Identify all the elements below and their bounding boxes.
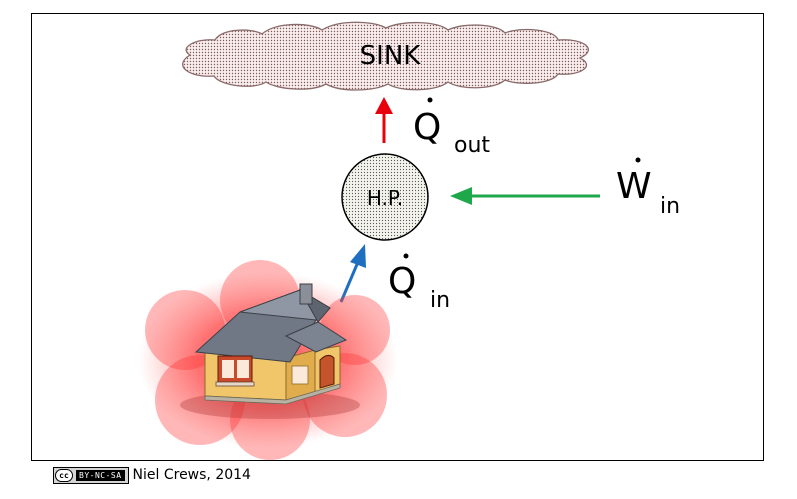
house-icon [138,260,398,460]
w-in-subscript: in [660,194,680,219]
cc-icon: cc [55,468,73,482]
q-in-subscript: in [430,288,450,313]
w-in-label: W in [616,157,680,219]
q-in-symbol: Q [388,261,416,302]
heat-pump-label: H.P. [367,186,403,210]
credit-text: Niel Crews, 2014 [132,467,251,483]
sink-label: SINK [360,41,422,71]
q-in-label: Q in [388,253,450,313]
w-in-arrow [450,187,600,205]
sink-cloud: SINK [182,21,589,91]
q-in-dot [403,253,409,259]
license-text: BY-NC-SA [76,469,125,481]
q-out-label: Q out [413,97,490,158]
q-out-arrow [375,97,393,143]
cc-license-badge: cc BY-NC-SA [53,466,129,484]
w-in-dot [635,157,641,163]
q-out-subscript: out [454,133,490,158]
w-in-symbol: W [616,166,652,207]
heat-pump-circle: H.P. [341,153,429,241]
q-out-dot [427,97,433,103]
footer: cc BY-NC-SA Niel Crews, 2014 [53,465,251,485]
q-out-symbol: Q [413,107,441,148]
